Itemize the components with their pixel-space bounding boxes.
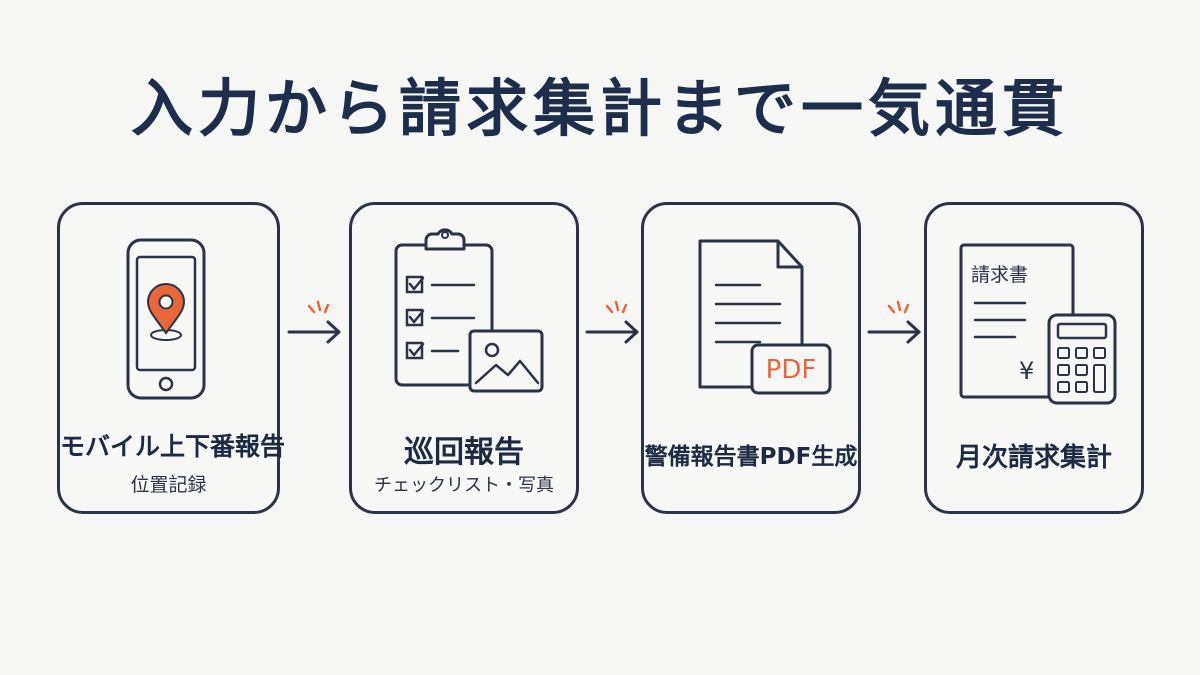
step-label: 月次請求集計 — [955, 443, 1112, 473]
step-card-pdf-generation: PDF 警備報告書PDF生成 — [641, 202, 861, 514]
step-sublabel: 位置記録 — [130, 474, 207, 496]
pdf-badge-text: PDF — [766, 355, 817, 385]
arrow-right-icon — [585, 300, 639, 344]
yen-sign-text: ¥ — [1019, 357, 1034, 385]
step-label: 警備報告書PDF生成 — [644, 444, 858, 470]
pdf-document-icon: PDF — [698, 239, 832, 395]
arrow-right-icon — [287, 300, 341, 344]
step-card-monthly-billing: 請求書 ¥ 月次請求集計 — [924, 202, 1144, 514]
smartphone-location-icon — [126, 238, 206, 400]
arrow-right-icon — [867, 300, 921, 344]
step-label: 巡回報告 — [404, 435, 524, 470]
step-sublabel: チェックリスト・写真 — [374, 475, 554, 496]
clipboard-checklist-photo-icon — [394, 228, 544, 393]
page-title: 入力から請求集計まで一気通貫 — [130, 72, 1069, 145]
invoice-calculator-icon: 請求書 ¥ — [959, 243, 1117, 405]
step-card-mobile-report: モバイル上下番報告 位置記録 — [57, 202, 286, 514]
step-label: モバイル上下番報告 — [60, 432, 286, 461]
invoice-title-text: 請求書 — [971, 264, 1028, 286]
step-card-patrol-report: 巡回報告 チェックリスト・写真 — [349, 202, 579, 514]
